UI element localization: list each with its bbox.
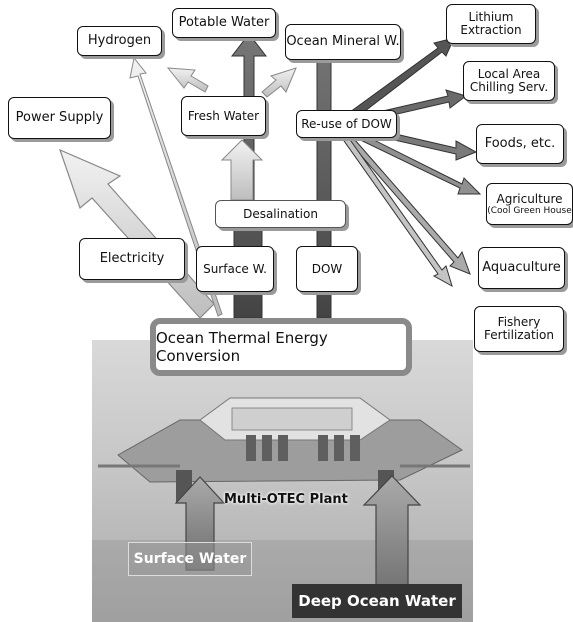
otec-main-box: Ocean Thermal Energy Conversion (150, 318, 412, 376)
plant-label: Multi-OTEC Plant (224, 492, 348, 507)
desalination-box: Desalination (215, 200, 346, 228)
foods-box: Foods, etc. (476, 124, 564, 164)
potable-water-box: Potable Water (172, 8, 276, 38)
reuse-dow-box: Re-use of DOW (296, 110, 397, 138)
otec-title: Ocean Thermal Energy Conversion (156, 329, 328, 365)
to-mineral-light-arrow (261, 67, 297, 98)
otec-plant-illustration (98, 397, 470, 502)
fresh-water-arrow (220, 139, 264, 201)
dow-box: DOW (296, 246, 358, 292)
surface-water-label: Surface Water (128, 542, 252, 576)
deep-ocean-water-label: Deep Ocean Water (292, 584, 462, 618)
aquaculture-box: Aquaculture (478, 247, 565, 289)
ocean-mineral-box: Ocean Mineral W. (285, 24, 401, 60)
hydrogen-box: Hydrogen (77, 26, 162, 56)
fresh-water-box: Fresh Water (181, 96, 266, 136)
electricity-box: Electricity (79, 238, 185, 280)
surface-w-box: Surface W. (196, 246, 274, 292)
to-hydrogen-light-arrow (166, 67, 209, 93)
reuse-fan-arrows (341, 37, 482, 288)
agriculture-box: Agriculture(Cool Green House (486, 183, 573, 225)
power-supply-box: Power Supply (8, 97, 111, 139)
